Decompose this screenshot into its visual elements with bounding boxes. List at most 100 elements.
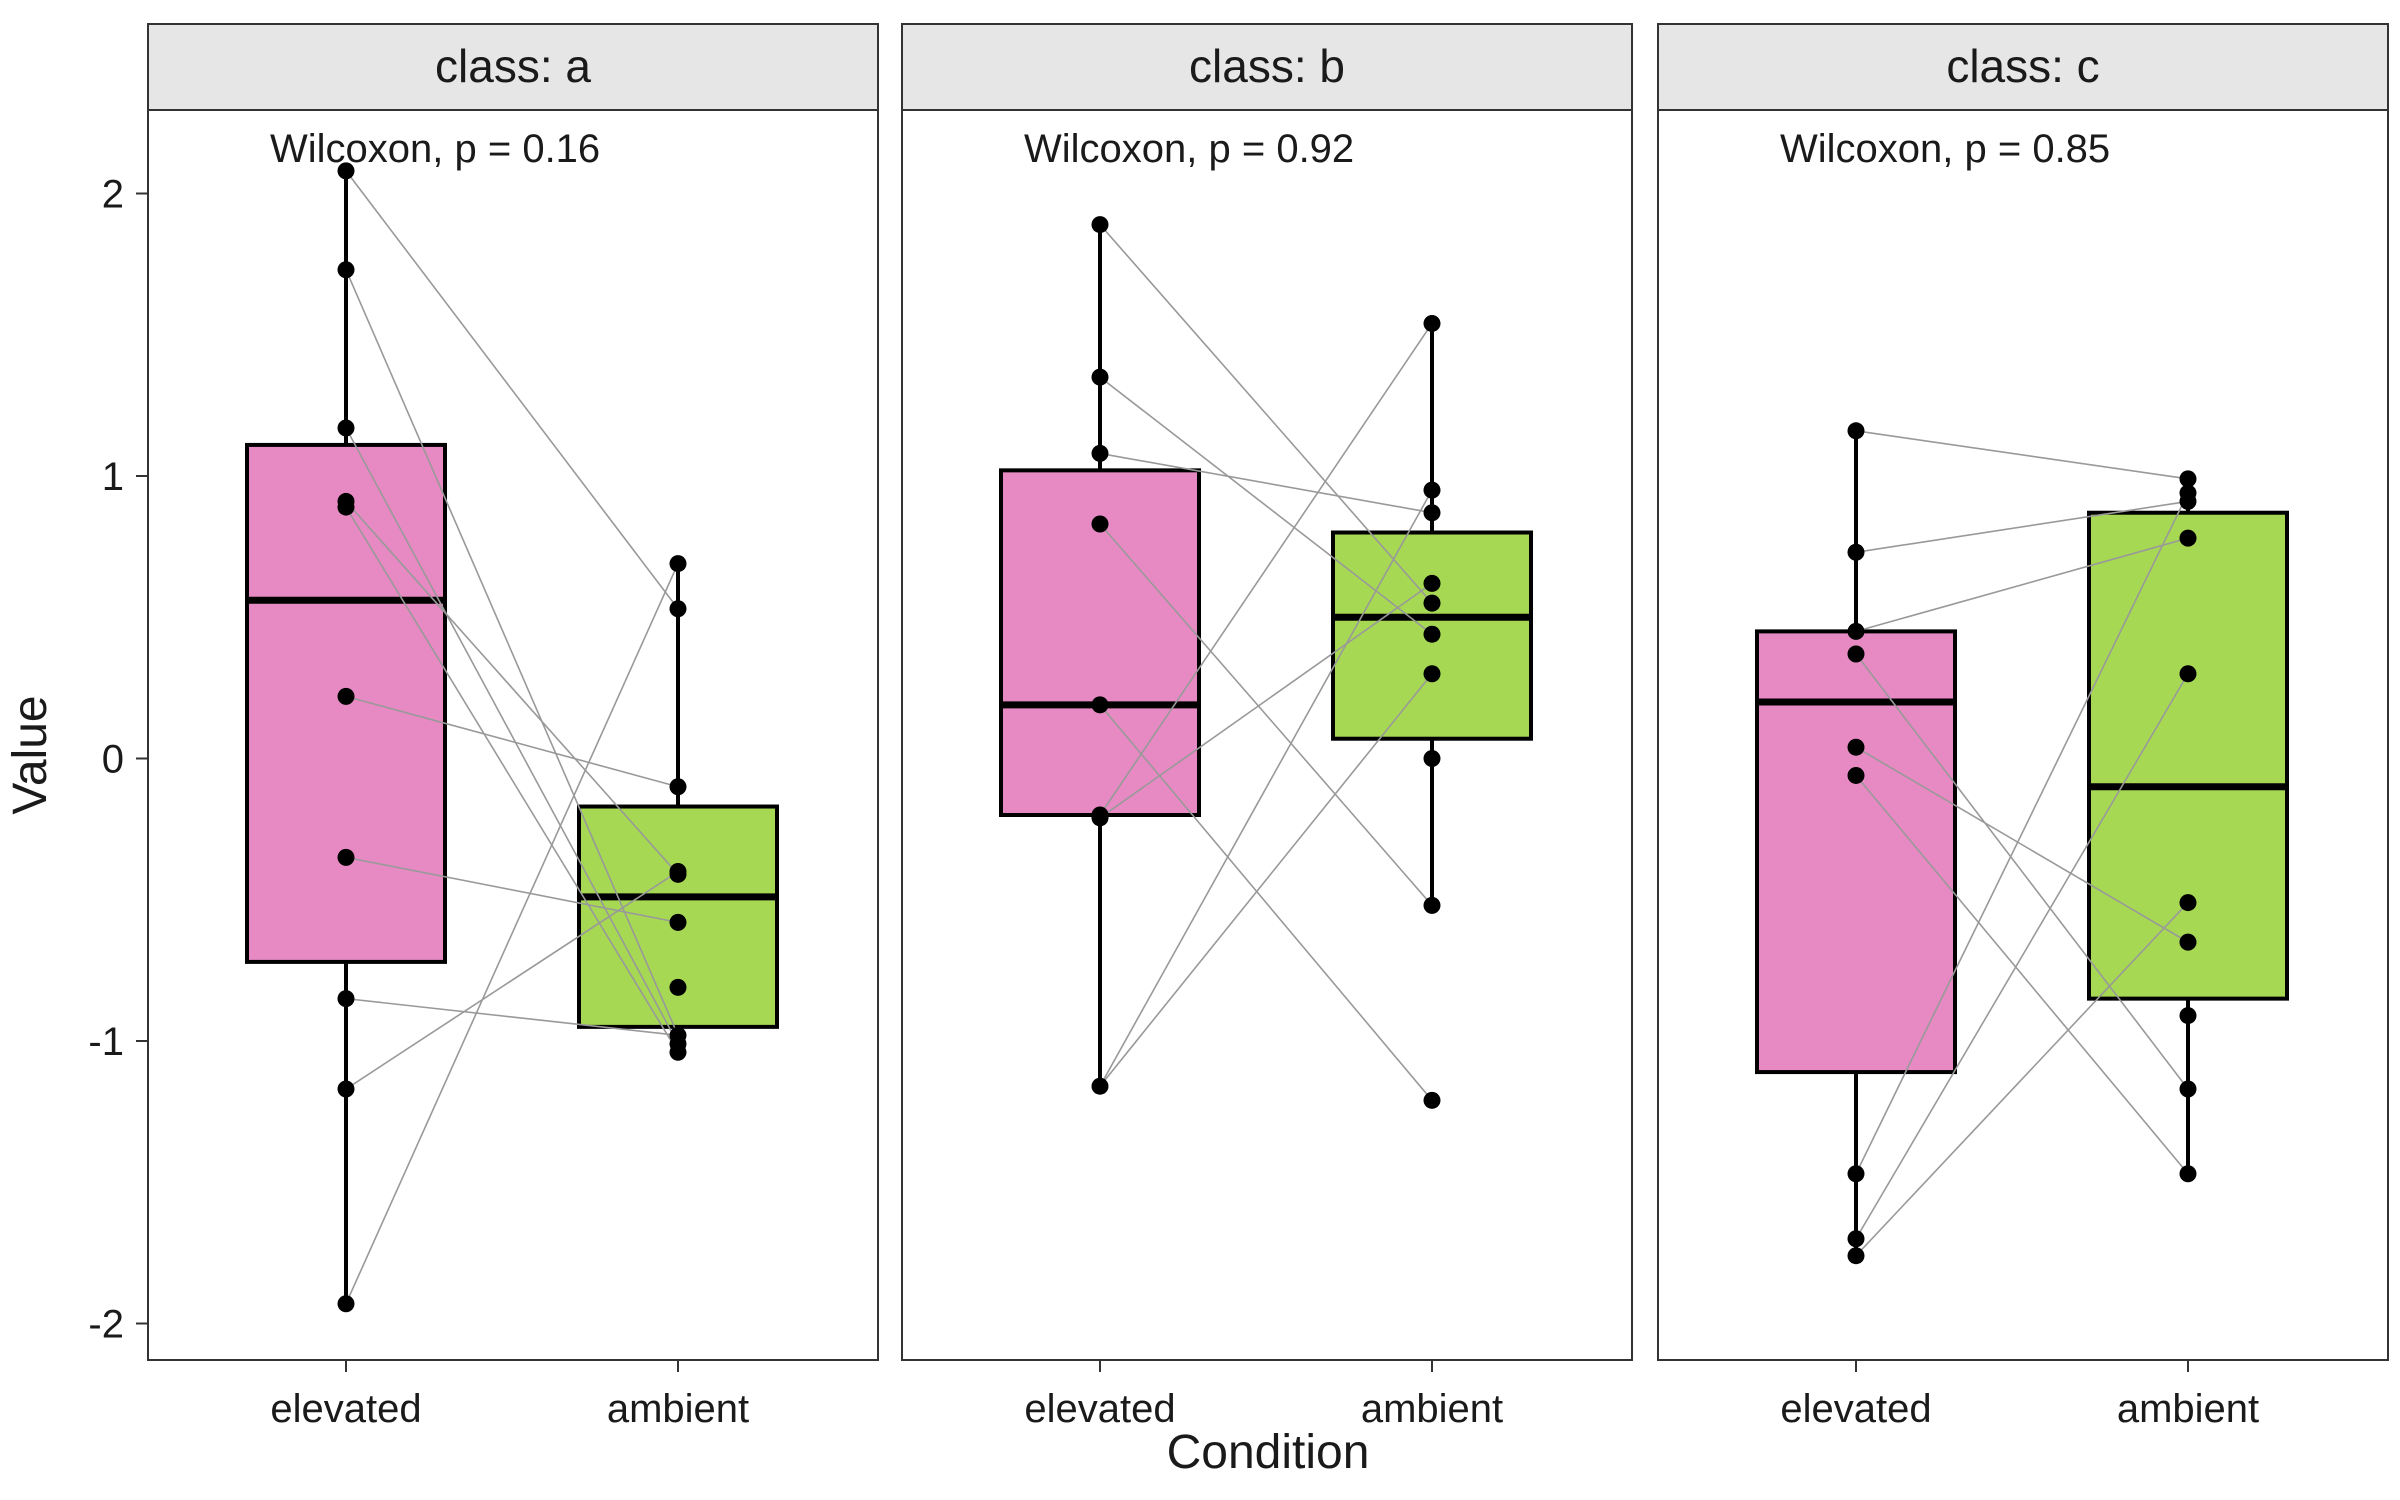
point-elevated: [337, 687, 355, 705]
pair-line: [345, 427, 679, 1045]
pair-line: [1855, 746, 2189, 943]
box-ambient: [2087, 510, 2289, 1001]
point-elevated: [1847, 543, 1865, 561]
pair-line: [1099, 673, 1433, 1087]
strip-header: [147, 23, 879, 111]
point-ambient: [1423, 665, 1441, 683]
point-elevated: [337, 162, 355, 180]
x-tick-label-elevated: elevated: [1780, 1387, 1931, 1431]
panel-title: class: a: [435, 40, 591, 92]
y-tick-label: -2: [88, 1303, 124, 1347]
point-elevated: [337, 419, 355, 437]
point-ambient: [1423, 625, 1441, 643]
x-tick-label-ambient: ambient: [2117, 1387, 2259, 1431]
pair-line: [1855, 537, 2189, 633]
point-ambient: [2179, 492, 2197, 510]
box-elevated: [1755, 629, 1957, 1075]
pair-line: [1855, 673, 2189, 1240]
pair-line: [345, 563, 679, 1305]
point-elevated: [1847, 422, 1865, 440]
pair-line: [1855, 500, 2189, 554]
point-ambient: [669, 778, 687, 796]
point-ambient: [669, 913, 687, 931]
x-tick-label-elevated: elevated: [270, 1387, 421, 1431]
pair-line: [1855, 902, 2189, 1257]
point-ambient: [2179, 1007, 2197, 1025]
point-elevated: [1847, 1247, 1865, 1265]
point-elevated: [1091, 809, 1109, 827]
x-tick-label-ambient: ambient: [607, 1387, 749, 1431]
point-ambient: [669, 1043, 687, 1061]
point-elevated: [1091, 216, 1109, 234]
point-ambient: [669, 865, 687, 883]
point-ambient: [2179, 470, 2197, 488]
point-elevated: [1847, 645, 1865, 663]
x-tick-label-ambient: ambient: [1361, 1387, 1503, 1431]
point-elevated: [337, 261, 355, 279]
strip-header: [901, 23, 1633, 111]
point-elevated: [1847, 766, 1865, 784]
point-ambient: [2179, 1165, 2197, 1183]
pair-line: [1099, 523, 1433, 906]
pair-line: [345, 506, 679, 1053]
pair-line: [1099, 489, 1433, 1087]
x-axis-title: Condition: [1167, 1426, 1370, 1479]
point-ambient: [2179, 529, 2197, 547]
point-elevated: [337, 990, 355, 1008]
y-tick-label: -1: [88, 1020, 124, 1064]
pair-line: [345, 870, 679, 1090]
wilcoxon-annotation: Wilcoxon, p = 0.16: [270, 127, 600, 171]
point-ambient: [669, 978, 687, 996]
pair-line: [1855, 492, 2189, 1175]
point-elevated: [337, 848, 355, 866]
point-elevated: [337, 498, 355, 516]
y-tick-label: 1: [102, 455, 124, 499]
y-tick-label: 2: [102, 173, 124, 217]
y-tick-label: 0: [102, 738, 124, 782]
point-ambient: [2179, 933, 2197, 951]
point-elevated: [1091, 368, 1109, 386]
point-ambient: [2179, 665, 2197, 683]
pair-line: [1099, 704, 1433, 1101]
point-ambient: [2179, 894, 2197, 912]
pair-line: [345, 170, 679, 610]
strip-header: [1657, 23, 2389, 111]
point-ambient: [1423, 896, 1441, 914]
point-elevated: [1847, 738, 1865, 756]
point-ambient: [1423, 750, 1441, 767]
point-ambient: [1423, 594, 1441, 612]
pair-line: [1099, 323, 1433, 816]
panels: class: a Wilcoxon, p = 0.16 elevated ambien…: [147, 23, 2389, 1431]
y-axis-title: Value: [4, 695, 57, 814]
pair-line: [1099, 582, 1433, 819]
panel-1: class: a Wilcoxon, p = 0.16 elevated ambien…: [147, 23, 879, 1431]
point-elevated: [1091, 1077, 1109, 1095]
y-axis: -2 -1 0 1 2: [88, 173, 148, 1347]
point-ambient: [1423, 481, 1441, 499]
point-ambient: [669, 555, 687, 573]
point-elevated: [1847, 1230, 1865, 1248]
pair-line: [1855, 430, 2189, 480]
point-elevated: [1091, 696, 1109, 714]
point-ambient: [1423, 314, 1441, 332]
panel-title: class: b: [1189, 40, 1345, 92]
pair-line: [1099, 376, 1433, 635]
panel-title: class: c: [1946, 40, 2099, 92]
pair-line: [345, 997, 679, 1037]
point-elevated: [1847, 622, 1865, 640]
pair-line: [345, 856, 679, 924]
pair-line: [1099, 224, 1433, 604]
pair-line: [345, 500, 679, 875]
point-elevated: [1091, 444, 1109, 462]
wilcoxon-annotation: Wilcoxon, p = 0.85: [1780, 127, 2110, 171]
point-ambient: [669, 600, 687, 618]
point-elevated: [337, 1295, 355, 1313]
point-ambient: [1423, 1091, 1441, 1109]
point-ambient: [1423, 574, 1441, 592]
x-tick-label-elevated: elevated: [1024, 1387, 1175, 1431]
pair-line: [1855, 653, 2189, 1090]
point-elevated: [337, 1080, 355, 1098]
panel-3: class: c Wilcoxon, p = 0.85 elevated ambien…: [1657, 23, 2389, 1431]
pair-line: [345, 695, 679, 788]
